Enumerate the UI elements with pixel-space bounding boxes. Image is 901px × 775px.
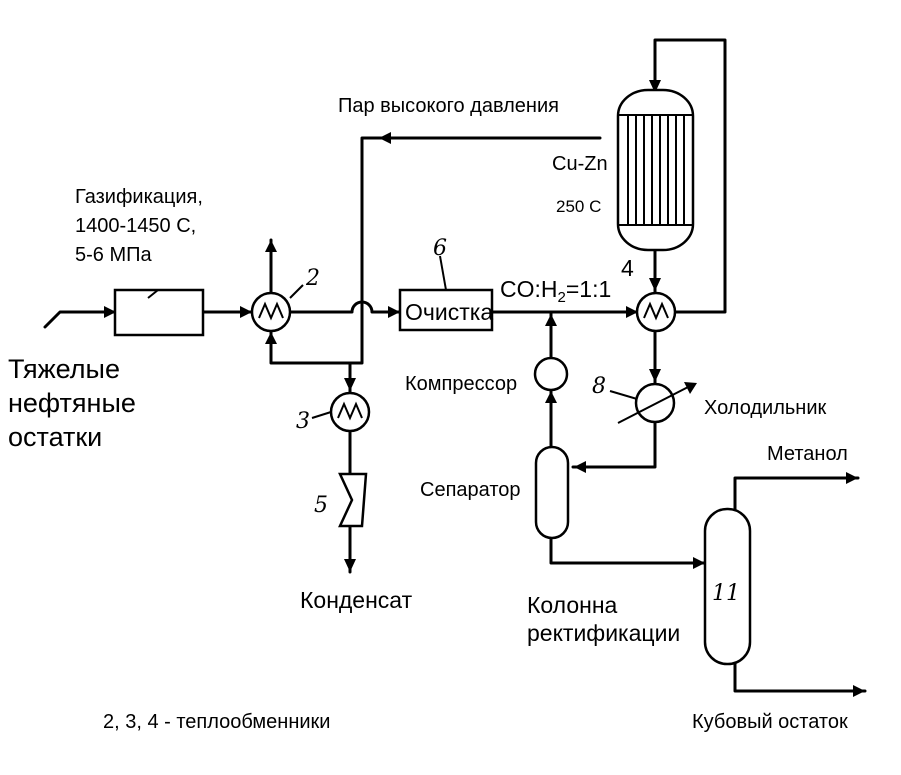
feed-label-line1: Тяжелые [8,354,120,384]
steam-arrow [379,132,391,144]
heat-exchanger-2 [250,291,292,333]
hx2-bottom-arrow [265,332,277,344]
column-label-line1: Колонна [527,592,618,618]
legend-label: 2, 3, 4 - теплообменники [103,711,330,733]
leader-3 [311,411,332,419]
leader-2 [289,284,304,299]
gasification-label-line3: 5-6 МПа [75,244,152,266]
cleaning-inlet-arrow [388,306,400,318]
recycle-loop-line [653,38,727,314]
temperature-label: 250 С [556,197,601,216]
compressor [533,356,569,392]
hx2-bottom-loop-line [269,136,602,365]
number-6: 6 [433,236,447,261]
leader-6 [439,255,447,291]
leader-8 [609,390,638,400]
hx2-inlet-arrow [240,306,252,318]
steam-label: Пар высокого давления [338,95,559,117]
leader-lines [289,255,638,419]
methanol-arrow [846,472,858,484]
bottoms-label: Кубовый остаток [692,711,848,733]
number-2: 2 [305,266,320,291]
piping [43,38,867,697]
column-inlet-arrow [693,557,705,569]
column-label-line2: ректификации [527,620,680,646]
reactor-inlet-arrow [649,80,661,93]
hx4-top-arrow [649,278,661,291]
hx2-to-cleaning-line [288,300,402,314]
separator [534,445,570,540]
reactor [616,88,695,252]
separator-label: Сепаратор [420,479,521,501]
cooler-inlet-arrow [649,369,661,382]
cooler-label: Холодильник [704,397,827,419]
feed-line [43,310,117,329]
ratio-label: CO:H2=1:1 [500,276,611,306]
methanol-line [733,476,860,514]
compressor-label: Компрессор [405,373,517,395]
hx4-inlet-arrow [626,306,638,318]
number-5: 5 [314,493,328,518]
cleaning-label: Очистка [405,299,493,325]
number-8: 8 [592,374,606,399]
separator-inlet-arrow [574,461,586,473]
hx2-top-arrow [265,240,277,252]
heat-exchanger-3 [329,391,371,433]
condensate-label: Конденсат [300,587,413,613]
bottoms-arrow [853,685,865,697]
methanol-label: Метанол [767,443,848,465]
feed-label-line2: нефтяные [8,388,136,418]
condensate-trap [338,472,368,528]
gasification-label-line2: 1400-1450 С, [75,215,196,237]
number-11: 11 [712,581,740,606]
number-4: 4 [621,255,634,281]
cooler [617,382,697,424]
feed-arrow [104,306,116,318]
separator-to-column-line [549,535,707,565]
rectification-column [703,507,752,666]
catalyst-label: Cu-Zn [552,153,608,175]
heat-exchanger-4 [635,291,677,333]
mainline-join-arrow [545,314,557,326]
compressor-inlet-arrow [545,391,557,403]
gasification-label-line1: Газификация, [75,186,203,208]
cooler-to-separator-line [571,421,657,469]
bottoms-line [733,660,867,693]
number-3: 3 [296,409,310,434]
gasifier [113,288,205,337]
feed-label-line3: остатки [8,422,102,452]
hx3-inlet-arrow [344,378,356,391]
condensate-arrow [344,559,356,572]
